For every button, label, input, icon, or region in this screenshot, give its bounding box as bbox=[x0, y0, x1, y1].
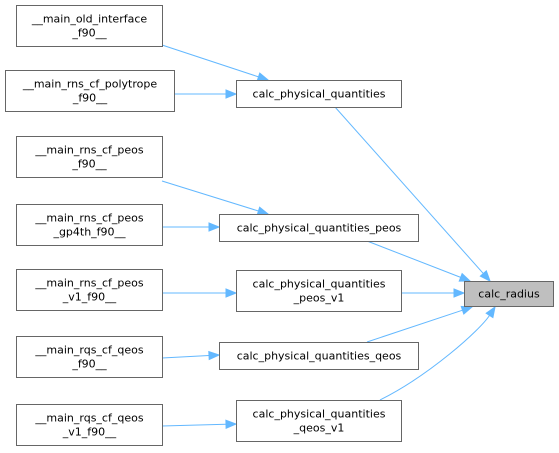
node-box bbox=[16, 5, 163, 47]
node-cpq-peos-v1[interactable]: calc_physical_quantities_peos_v1 bbox=[236, 270, 402, 312]
edge-line bbox=[161, 44, 259, 78]
edge-main-qeos-v1-to-cpq-qeos-v1 bbox=[161, 419, 238, 430]
edge-main-qeos-to-cpq-qeos bbox=[161, 350, 221, 361]
edge-main-peos-v1-to-cpq-peos-v1 bbox=[162, 288, 238, 298]
edges-layer bbox=[161, 44, 496, 430]
node-label-line: _f90__ bbox=[72, 92, 108, 105]
edge-arrowhead bbox=[225, 89, 238, 99]
node-box bbox=[236, 80, 402, 108]
node-label-line: _f90__ bbox=[71, 158, 107, 171]
edge-cpq-to-calc-radius bbox=[334, 106, 491, 283]
node-box bbox=[219, 214, 419, 242]
edge-arrowhead bbox=[225, 288, 238, 298]
node-main-qeos-v1[interactable]: __main_rqs_cf_qeos_v1_f90__ bbox=[16, 404, 163, 446]
node-cpq-peos[interactable]: calc_physical_quantities_peos bbox=[219, 214, 419, 242]
node-box bbox=[16, 336, 163, 378]
edge-line bbox=[161, 180, 259, 212]
edge-arrowhead bbox=[453, 288, 466, 298]
node-label-line: _peos_v1 bbox=[293, 292, 345, 305]
nodes-layer: __main_old_interface_f90____main_rns_cf_… bbox=[5, 5, 554, 446]
node-box bbox=[16, 204, 163, 246]
edge-line bbox=[379, 315, 490, 401]
node-label-line: calc_physical_quantities bbox=[253, 408, 386, 421]
edge-main-peos-to-cpq-peos bbox=[161, 180, 270, 216]
node-label-line: __main_rns_cf_peos bbox=[34, 144, 143, 157]
edge-cpq-peos-v1-to-calc-radius bbox=[401, 288, 466, 298]
node-label-line: calc_radius bbox=[478, 288, 540, 301]
edge-line bbox=[161, 355, 210, 359]
node-label-line: __main_rns_cf_peos bbox=[34, 277, 143, 290]
edge-arrowhead bbox=[460, 305, 474, 315]
node-cpq[interactable]: calc_physical_quantities bbox=[236, 80, 402, 108]
node-label-line: __main_rqs_cf_qeos bbox=[34, 344, 143, 357]
edge-cpq-qeos-v1-to-calc-radius bbox=[379, 305, 496, 401]
node-main-peos-v1[interactable]: __main_rns_cf_peos_v1_f90__ bbox=[16, 269, 163, 311]
edge-line bbox=[366, 309, 463, 343]
node-cpq-qeos[interactable]: calc_physical_quantities_qeos bbox=[219, 342, 419, 370]
node-box bbox=[219, 342, 419, 370]
node-main-poly[interactable]: __main_rns_cf_polytrope_f90__ bbox=[5, 70, 175, 112]
node-box bbox=[16, 136, 163, 178]
node-cpq-qeos-v1[interactable]: calc_physical_quantities_qeos_v1 bbox=[236, 400, 402, 442]
node-label-line: _f90__ bbox=[71, 358, 107, 371]
node-label-line: _gp4th_f90__ bbox=[52, 226, 126, 239]
node-label-line: __main_rns_cf_polytrope bbox=[22, 78, 158, 91]
node-label-line: calc_physical_quantities_peos bbox=[237, 222, 402, 235]
node-box bbox=[236, 400, 402, 442]
node-label-line: _v1_f90__ bbox=[62, 426, 117, 439]
edge-line bbox=[161, 423, 227, 427]
node-box bbox=[236, 270, 402, 312]
edge-arrowhead bbox=[208, 222, 221, 232]
edge-arrowhead bbox=[208, 350, 221, 361]
node-box bbox=[5, 70, 175, 112]
edge-arrowhead bbox=[225, 419, 238, 430]
edge-arrowhead bbox=[256, 72, 270, 82]
node-box bbox=[464, 281, 554, 307]
edge-line bbox=[334, 106, 484, 274]
node-label-line: __main_old_interface bbox=[31, 13, 148, 26]
node-label-line: calc_physical_quantities bbox=[253, 88, 386, 101]
edge-main-poly-to-cpq bbox=[174, 89, 238, 99]
edge-main-peos-gp4th-to-cpq-peos bbox=[162, 222, 221, 232]
node-calc-radius[interactable]: calc_radius bbox=[464, 281, 554, 307]
node-label-line: calc_physical_quantities_qeos bbox=[237, 350, 402, 363]
node-label-line: _f90__ bbox=[71, 27, 107, 40]
edge-arrowhead bbox=[485, 305, 496, 319]
node-main-peos[interactable]: __main_rns_cf_peos_f90__ bbox=[16, 136, 163, 178]
node-label-line: _qeos_v1 bbox=[293, 422, 345, 435]
node-main-qeos[interactable]: __main_rqs_cf_qeos_f90__ bbox=[16, 336, 163, 378]
edge-line bbox=[366, 240, 461, 278]
edge-main-old-to-cpq bbox=[161, 44, 270, 82]
node-label-line: calc_physical_quantities bbox=[253, 278, 386, 291]
node-label-line: __main_rns_cf_peos bbox=[34, 212, 143, 225]
node-box bbox=[16, 404, 163, 446]
node-label-line: _v1_f90__ bbox=[62, 291, 117, 304]
node-label-line: __main_rqs_cf_qeos bbox=[34, 412, 143, 425]
node-main-old[interactable]: __main_old_interface_f90__ bbox=[16, 5, 163, 47]
edge-arrowhead bbox=[458, 272, 472, 282]
edge-arrowhead bbox=[256, 206, 270, 216]
edge-arrowhead bbox=[479, 270, 491, 283]
node-box bbox=[16, 269, 163, 311]
node-main-peos-gp4th[interactable]: __main_rns_cf_peos_gp4th_f90__ bbox=[16, 204, 163, 246]
